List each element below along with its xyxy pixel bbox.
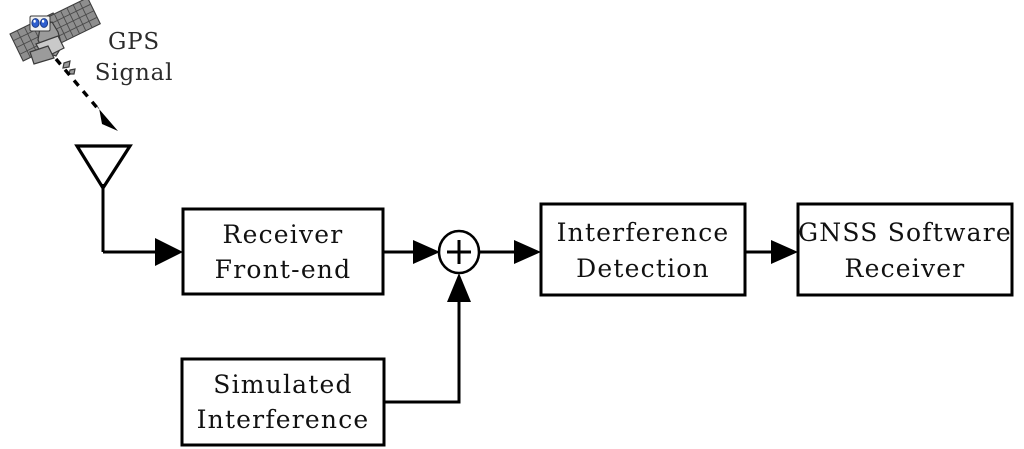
block-gnss-software-receiver-line1: GNSS Software xyxy=(798,218,1012,247)
block-gnss-software-receiver-line2: Receiver xyxy=(845,254,966,283)
antenna-icon xyxy=(74,144,133,252)
block-interference-detection-line1: Interference xyxy=(557,218,730,247)
block-simulated-interference[interactable]: Simulated Interference xyxy=(180,357,386,447)
gps-signal-label-line2: Signal xyxy=(95,60,174,86)
wire-frontend-to-sum xyxy=(383,240,440,264)
block-gnss-software-receiver[interactable]: GNSS Software Receiver xyxy=(796,202,1014,297)
wire-antenna-to-frontend xyxy=(103,238,183,266)
gps-signal-label-line1: GPS xyxy=(108,29,160,55)
block-receiver-front-end-line1: Receiver xyxy=(223,220,344,249)
block-simulated-interference-line2: Interference xyxy=(197,405,370,434)
satellite-icon xyxy=(9,0,101,75)
block-receiver-front-end-line2: Front-end xyxy=(215,255,352,284)
block-receiver-front-end[interactable]: Receiver Front-end xyxy=(181,207,385,296)
block-interference-detection-line2: Detection xyxy=(576,254,710,283)
block-simulated-interference-line1: Simulated xyxy=(213,370,352,399)
gps-signal-arrow xyxy=(54,57,118,131)
block-interference-detection[interactable]: Interference Detection xyxy=(539,202,747,297)
summing-junction[interactable] xyxy=(437,229,481,275)
wire-detection-to-gnss xyxy=(745,240,798,264)
wire-interference-to-sum xyxy=(384,273,471,404)
wire-sum-to-interference-detection xyxy=(479,240,541,264)
